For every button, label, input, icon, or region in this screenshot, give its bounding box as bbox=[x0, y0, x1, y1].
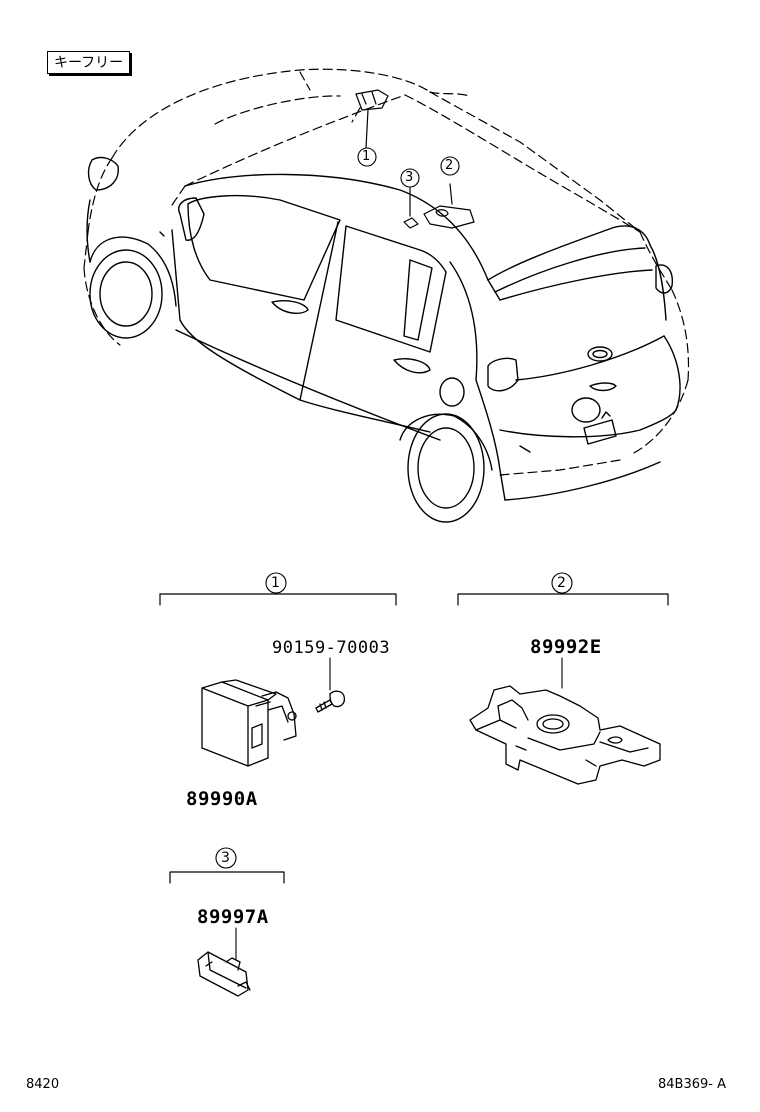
group-brackets bbox=[159, 592, 669, 884]
callout-markers bbox=[215, 147, 573, 869]
callout-2-group: 2 bbox=[557, 575, 566, 591]
callout-1-car: 1 bbox=[362, 149, 371, 164]
part-number-controller: 89990A bbox=[186, 788, 258, 810]
callout-3-car: 3 bbox=[405, 170, 414, 185]
page-number: 8420 bbox=[26, 1077, 60, 1092]
keyless-tag: キーフリー bbox=[47, 51, 131, 74]
bolt-drawing bbox=[315, 690, 346, 713]
car-illustration bbox=[83, 68, 690, 523]
callout-2-car: 2 bbox=[445, 158, 454, 173]
part-number-bolt: 90159-70003 bbox=[272, 638, 391, 658]
part-number-antenna: 89997A bbox=[197, 906, 269, 928]
car-controller-location bbox=[355, 89, 389, 149]
car-antenna-location bbox=[403, 187, 419, 229]
leader-lines bbox=[235, 657, 563, 961]
antenna-drawing bbox=[197, 951, 251, 997]
controller-module-drawing bbox=[201, 679, 297, 767]
callout-3-group: 3 bbox=[221, 850, 230, 866]
car-bracket-location bbox=[423, 183, 475, 229]
bracket-drawing bbox=[469, 685, 661, 785]
callout-1-group: 1 bbox=[271, 575, 280, 591]
part-number-bracket: 89992E bbox=[530, 636, 602, 658]
figure-id: 84B369- A bbox=[658, 1077, 726, 1092]
